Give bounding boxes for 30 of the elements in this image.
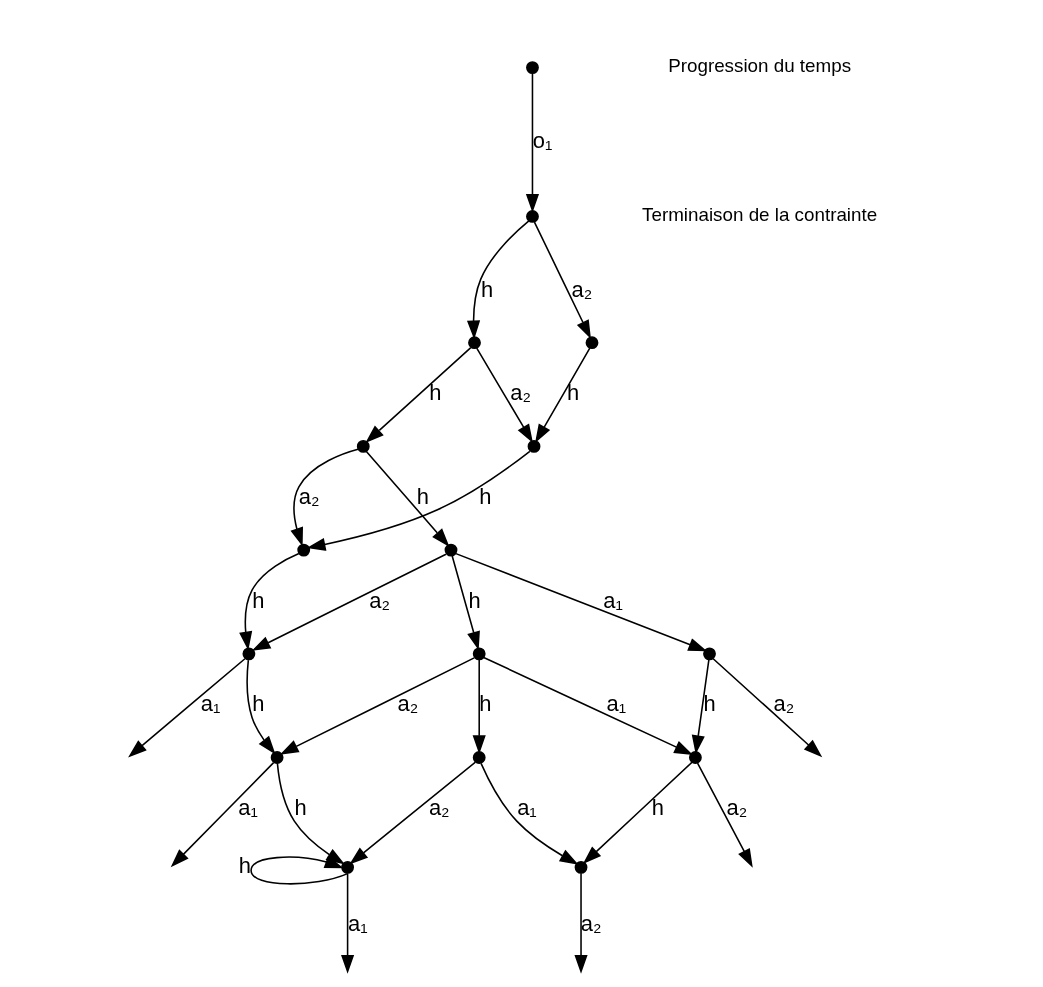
edge-label: a₂ — [726, 795, 747, 821]
edge-label: a₁ — [516, 795, 537, 821]
edge-label: h — [251, 587, 264, 613]
edge-label: h — [416, 484, 429, 510]
edge-label: a₂ — [397, 691, 418, 717]
legend-label: Terminaison de la contrainte — [641, 204, 877, 226]
edge-label: a₂ — [570, 276, 592, 302]
edge-label: h — [294, 795, 307, 821]
edge-label: h — [238, 853, 251, 879]
edge-label: a₁ — [237, 795, 258, 821]
edge-label: h — [651, 795, 664, 821]
edge-label: h — [702, 691, 716, 717]
edge-label: a₁ — [605, 691, 626, 717]
edge-label: o₁ — [532, 127, 552, 153]
edge-label: h — [428, 380, 441, 406]
edge-label: a₁ — [200, 691, 220, 717]
edge-label: a₂ — [509, 380, 531, 406]
edge-label: a₁ — [347, 911, 368, 937]
edge-label: a₂ — [368, 587, 390, 613]
edge-label: h — [467, 587, 481, 613]
edge-label: h — [566, 380, 579, 406]
edge-label: h — [478, 691, 492, 717]
edge-label: a₂ — [298, 484, 320, 510]
legend-label: Progression du temps — [667, 55, 851, 77]
edge-label: h — [251, 691, 264, 717]
edge-label: a₂ — [773, 691, 794, 717]
edge-label: a₂ — [428, 795, 450, 821]
edge-label: h — [478, 484, 492, 510]
edge-label: a₁ — [602, 587, 623, 613]
edge-label: h — [480, 276, 493, 302]
